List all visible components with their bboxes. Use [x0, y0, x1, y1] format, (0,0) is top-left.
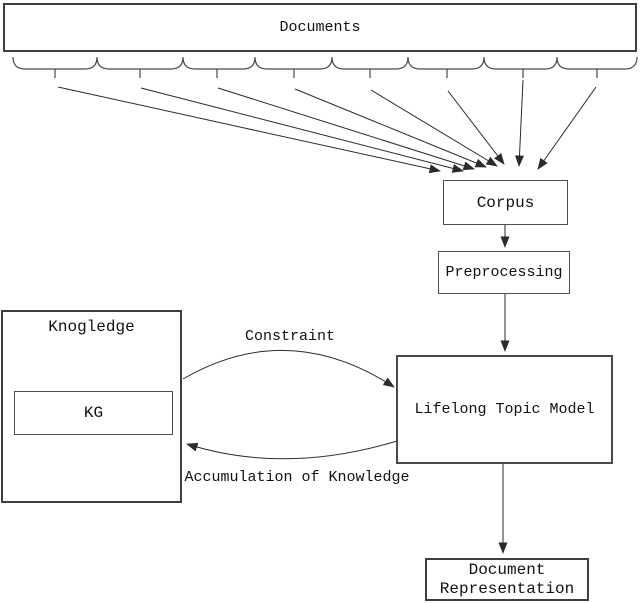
doc-arrow-5 — [370, 89, 498, 167]
corpus-node: Corpus — [443, 180, 568, 225]
knowledge-label: Knogledge — [48, 318, 135, 336]
doc-arrow-4 — [294, 88, 487, 168]
brace-ticks — [54, 69, 598, 78]
document-braces — [12, 56, 638, 78]
kg-label: KG — [83, 404, 104, 422]
doc-arrow-2 — [140, 87, 464, 173]
documents-node: Documents — [3, 3, 637, 52]
doc-arrow-1 — [57, 86, 441, 174]
documents-to-corpus-arrows — [57, 79, 597, 174]
brace-row — [12, 56, 638, 70]
kg-node: KG — [14, 391, 173, 435]
corpus-label: Corpus — [476, 193, 535, 212]
accumulation-arrow — [186, 440, 398, 460]
document-representation-node: Document Representation — [425, 558, 589, 601]
doc-arrow-3 — [217, 87, 475, 171]
doc-arrow-7 — [514, 79, 524, 167]
lifelong-topic-model-label: Lifelong Topic Model — [414, 401, 595, 418]
preprocessing-label: Preprocessing — [445, 264, 563, 281]
preprocessing-node: Preprocessing — [438, 251, 570, 294]
constraint-edge-label: Constraint — [244, 328, 335, 345]
pipeline-arrows — [498, 225, 510, 554]
documents-label: Documents — [279, 19, 361, 36]
document-representation-label: Document Representation — [439, 560, 575, 598]
lifelong-topic-model-node: Lifelong Topic Model — [396, 355, 613, 464]
accumulation-edge-label: Accumulation of Knowledge — [184, 469, 410, 486]
constraint-arrow — [182, 350, 395, 388]
knowledge-loop-arrows — [182, 350, 398, 460]
doc-arrow-8 — [537, 86, 597, 170]
doc-arrow-6 — [447, 90, 505, 165]
